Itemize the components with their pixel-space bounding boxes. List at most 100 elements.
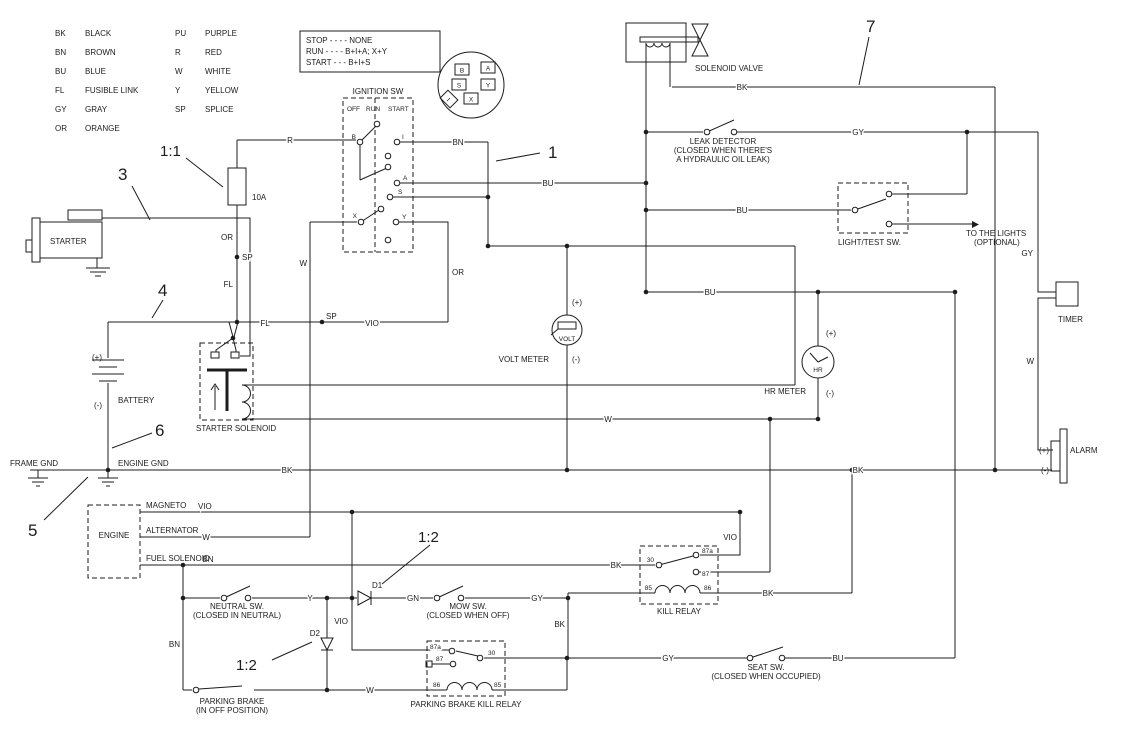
volt-plus: (+) [572,298,582,307]
wire-label-fl: FL [224,280,234,289]
battery-plates [92,359,124,382]
starter-solenoid-box [199,342,254,421]
fuel-solenoid-label: FUEL SOLENOID [146,554,210,563]
mow-sw-note: (CLOSED WHEN OFF) [426,611,509,620]
alarm-plate [1059,428,1068,484]
to-lights-arrowhead [972,221,979,228]
engine-gnd-label: ENGINE GND [118,459,169,468]
callout-4: 4 [158,281,167,300]
kill-relay-pin-87a: 87a [702,548,713,555]
starter-terminal-block [67,209,103,221]
callout-1-2-b: 1:2 [236,657,257,674]
kill-relay-box [639,545,719,605]
pb-kill-relay-label: PARKING BRAKE KILL RELAY [410,700,522,709]
legend-abbr: OR [55,124,67,133]
seat-sw-label: SEAT SW. [747,663,784,672]
wire-label-vio: VIO [198,502,212,511]
wire-label-bk: BK [737,83,748,92]
engine-label: ENGINE [99,531,130,540]
kill-relay-pin-86: 86 [704,585,712,592]
volt-meter-label: VOLT METER [499,355,550,364]
starter-stub [25,239,33,253]
volt-needle-icon [550,328,559,336]
ignition-pos-off: OFF [347,106,360,113]
polarity-signs: (+) (-) (+) (-) (+) (-) (+) (-) [92,298,1049,475]
ignition-terminal-s: S [398,189,403,196]
key-terminal-b: B [460,68,464,75]
legend-abbr: R [175,48,181,57]
wire-label-vio: VIO [365,319,379,328]
legend-name: BLACK [85,29,112,38]
legend-name: GRAY [85,105,108,114]
wire-label-or: OR [452,268,464,277]
solenoid-plunger-arrow [210,383,220,410]
component-labels: STARTER BATTERY STARTER SOLENOID FRAME G… [10,64,1098,715]
wire-label-gn: GN [407,594,419,603]
solenoid-plunger [207,368,247,411]
ignition-terminal-x: X [353,213,358,220]
pb-relay-pin-87a: 87a [430,644,441,651]
alarm-minus: (-) [1041,466,1049,475]
legend-name: BLUE [85,67,106,76]
wire-label-bu: BU [704,288,715,297]
wire-label-sp: SP [242,253,253,262]
wire-label-w: W [299,259,307,268]
volt-face-text: VOLT [559,336,576,343]
wire-label-gy: GY [662,654,674,663]
starter-solenoid-label: STARTER SOLENOID [196,424,276,433]
parking-brake-label: PARKING BRAKE [200,697,265,706]
wire-label-bk: BK [282,466,293,475]
key-terminal-y: Y [486,83,491,90]
wire-label-fl: FL [260,319,270,328]
mode-start: START - - - B+I+S [306,58,370,67]
key-terminal-x: X [469,97,474,104]
color-legend: BK BLACK BN BROWN BU BLUE FL FUSIBLE LIN… [55,29,239,133]
wire-label-bn: BN [169,640,180,649]
light-test-sw-label: LIGHT/TEST SW. [838,238,901,247]
ignition-pos-start: START [388,106,409,113]
magneto-label: MAGNETO [146,501,186,510]
legend-abbr: FL [55,86,65,95]
seat-sw-note: (CLOSED WHEN OCCUPIED) [711,672,821,681]
hr-minus: (-) [826,389,834,398]
wire-label-or: OR [221,233,233,242]
mode-stop: STOP - - - - NONE [306,36,372,45]
pb-relay-pin-30: 30 [488,650,496,657]
wire-label-w: W [366,686,374,695]
fuse-rating-label: 10A [252,193,267,202]
alarm-label: ALARM [1070,446,1098,455]
timer-body [1055,281,1079,307]
wire-label-w: W [1026,357,1034,366]
fuse-body [227,167,247,206]
leak-detector-label: LEAK DETECTOR [690,137,757,146]
wire-label-bk: BK [853,466,864,475]
diode-d2-label: D2 [310,629,321,638]
leak-detector-note-2: A HYDRAULIC OIL LEAK) [676,155,770,164]
callout-1-2-a: 1:2 [418,529,439,546]
wire-label-bu: BU [542,179,553,188]
light-test-switch-box [837,182,909,234]
callout-5: 5 [28,521,37,540]
legend-abbr: BU [55,67,66,76]
wire-segments [28,36,1056,691]
volt-minus: (-) [572,355,580,364]
ignition-terminal-y: Y [402,214,407,221]
wire-label-vio: VIO [723,533,737,542]
parking-brake-note: (IN OFF POSITION) [196,706,268,715]
solenoid-terminal-2 [230,351,240,359]
ignition-switch: IGNITION SW OFF RUN START B I A S X Y [347,87,409,221]
wire-label-y: Y [307,594,313,603]
starter-label: STARTER [50,237,87,246]
timer-label: TIMER [1058,315,1083,324]
battery-label: BATTERY [118,396,155,405]
wire-label-bu: BU [736,206,747,215]
kill-relay-pin-87: 87 [702,571,710,578]
pb-87-terminal [425,660,433,668]
hr-meter-label: HR METER [764,387,806,396]
main-wires [30,43,1056,691]
wire-label-gy: GY [852,128,864,137]
key-terminal-i: I [445,97,451,103]
wire-label-w: W [604,415,612,424]
callout-3: 3 [118,165,127,184]
switch-arms [198,119,887,690]
